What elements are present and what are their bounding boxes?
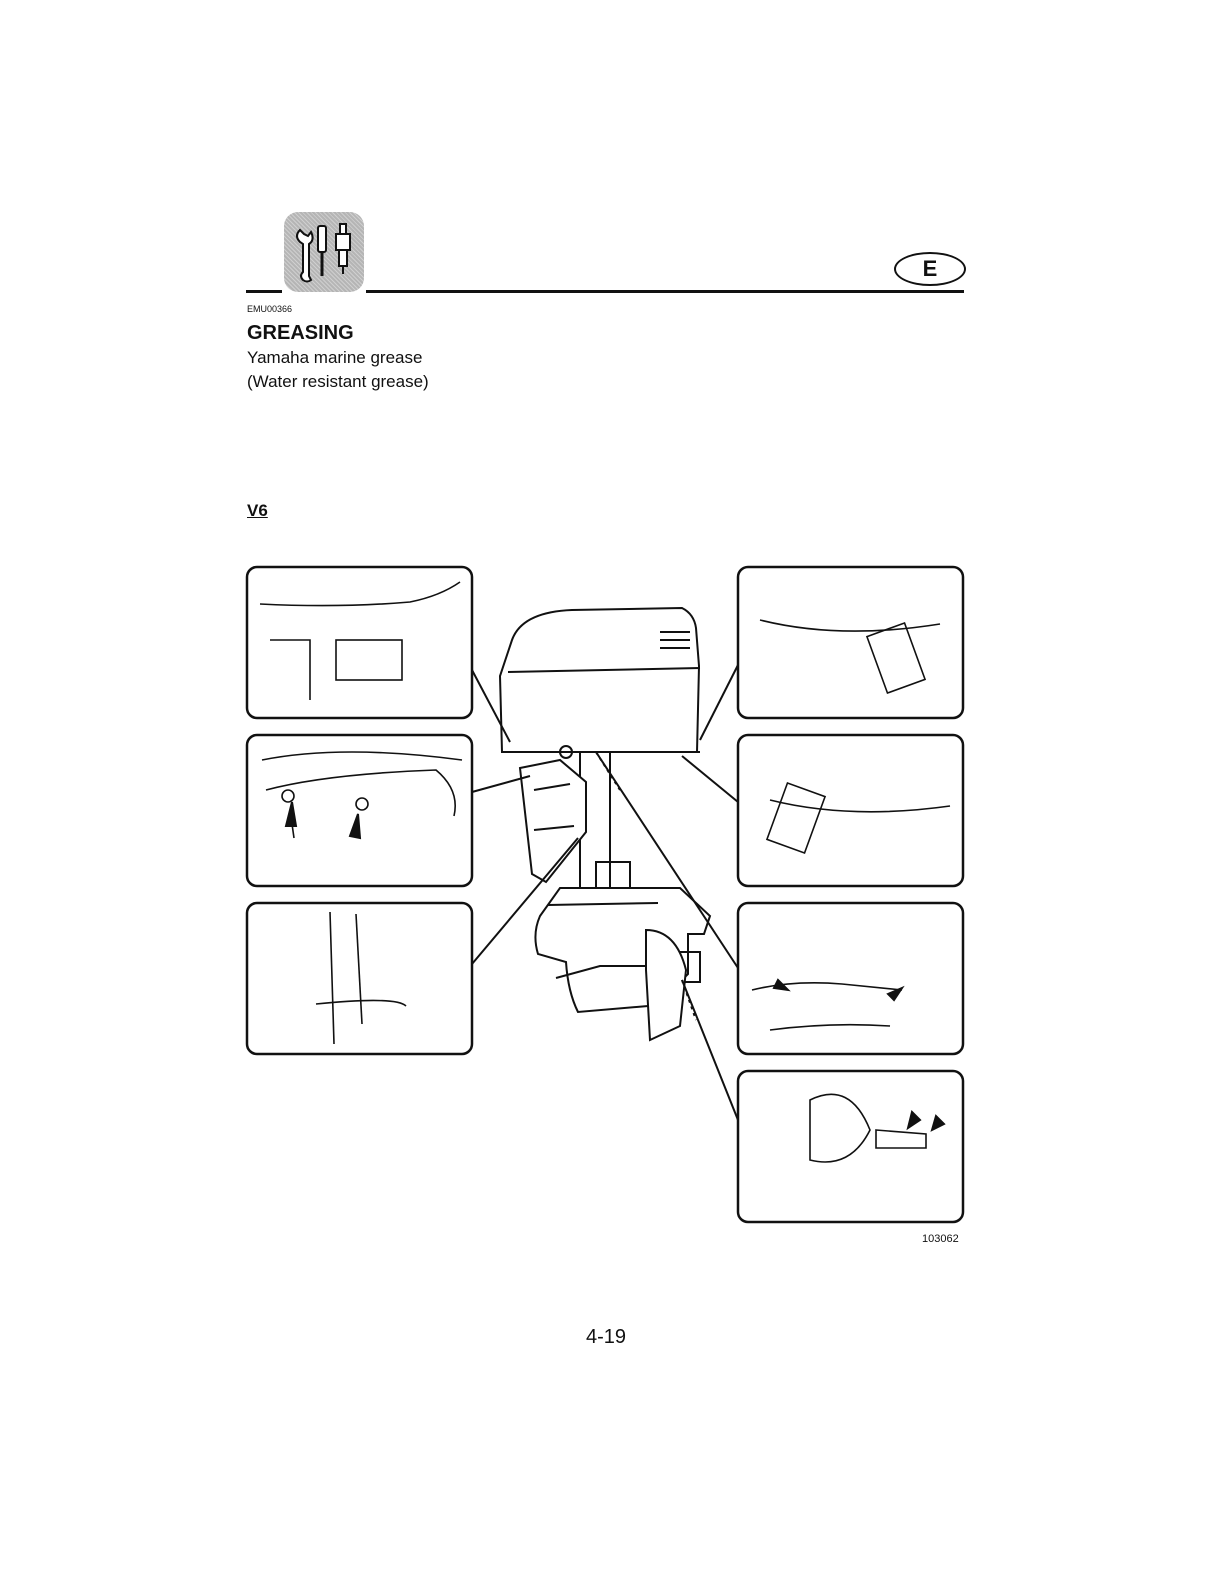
- outboard-motor: [500, 608, 710, 1040]
- page-number: 4-19: [586, 1326, 626, 1349]
- detail-panel: [738, 567, 963, 718]
- detail-panel: [738, 1071, 963, 1222]
- detail-panel: [738, 735, 963, 886]
- detail-panel: [247, 567, 472, 718]
- detail-panel: [738, 903, 963, 1054]
- figure-number: 103062: [922, 1233, 959, 1245]
